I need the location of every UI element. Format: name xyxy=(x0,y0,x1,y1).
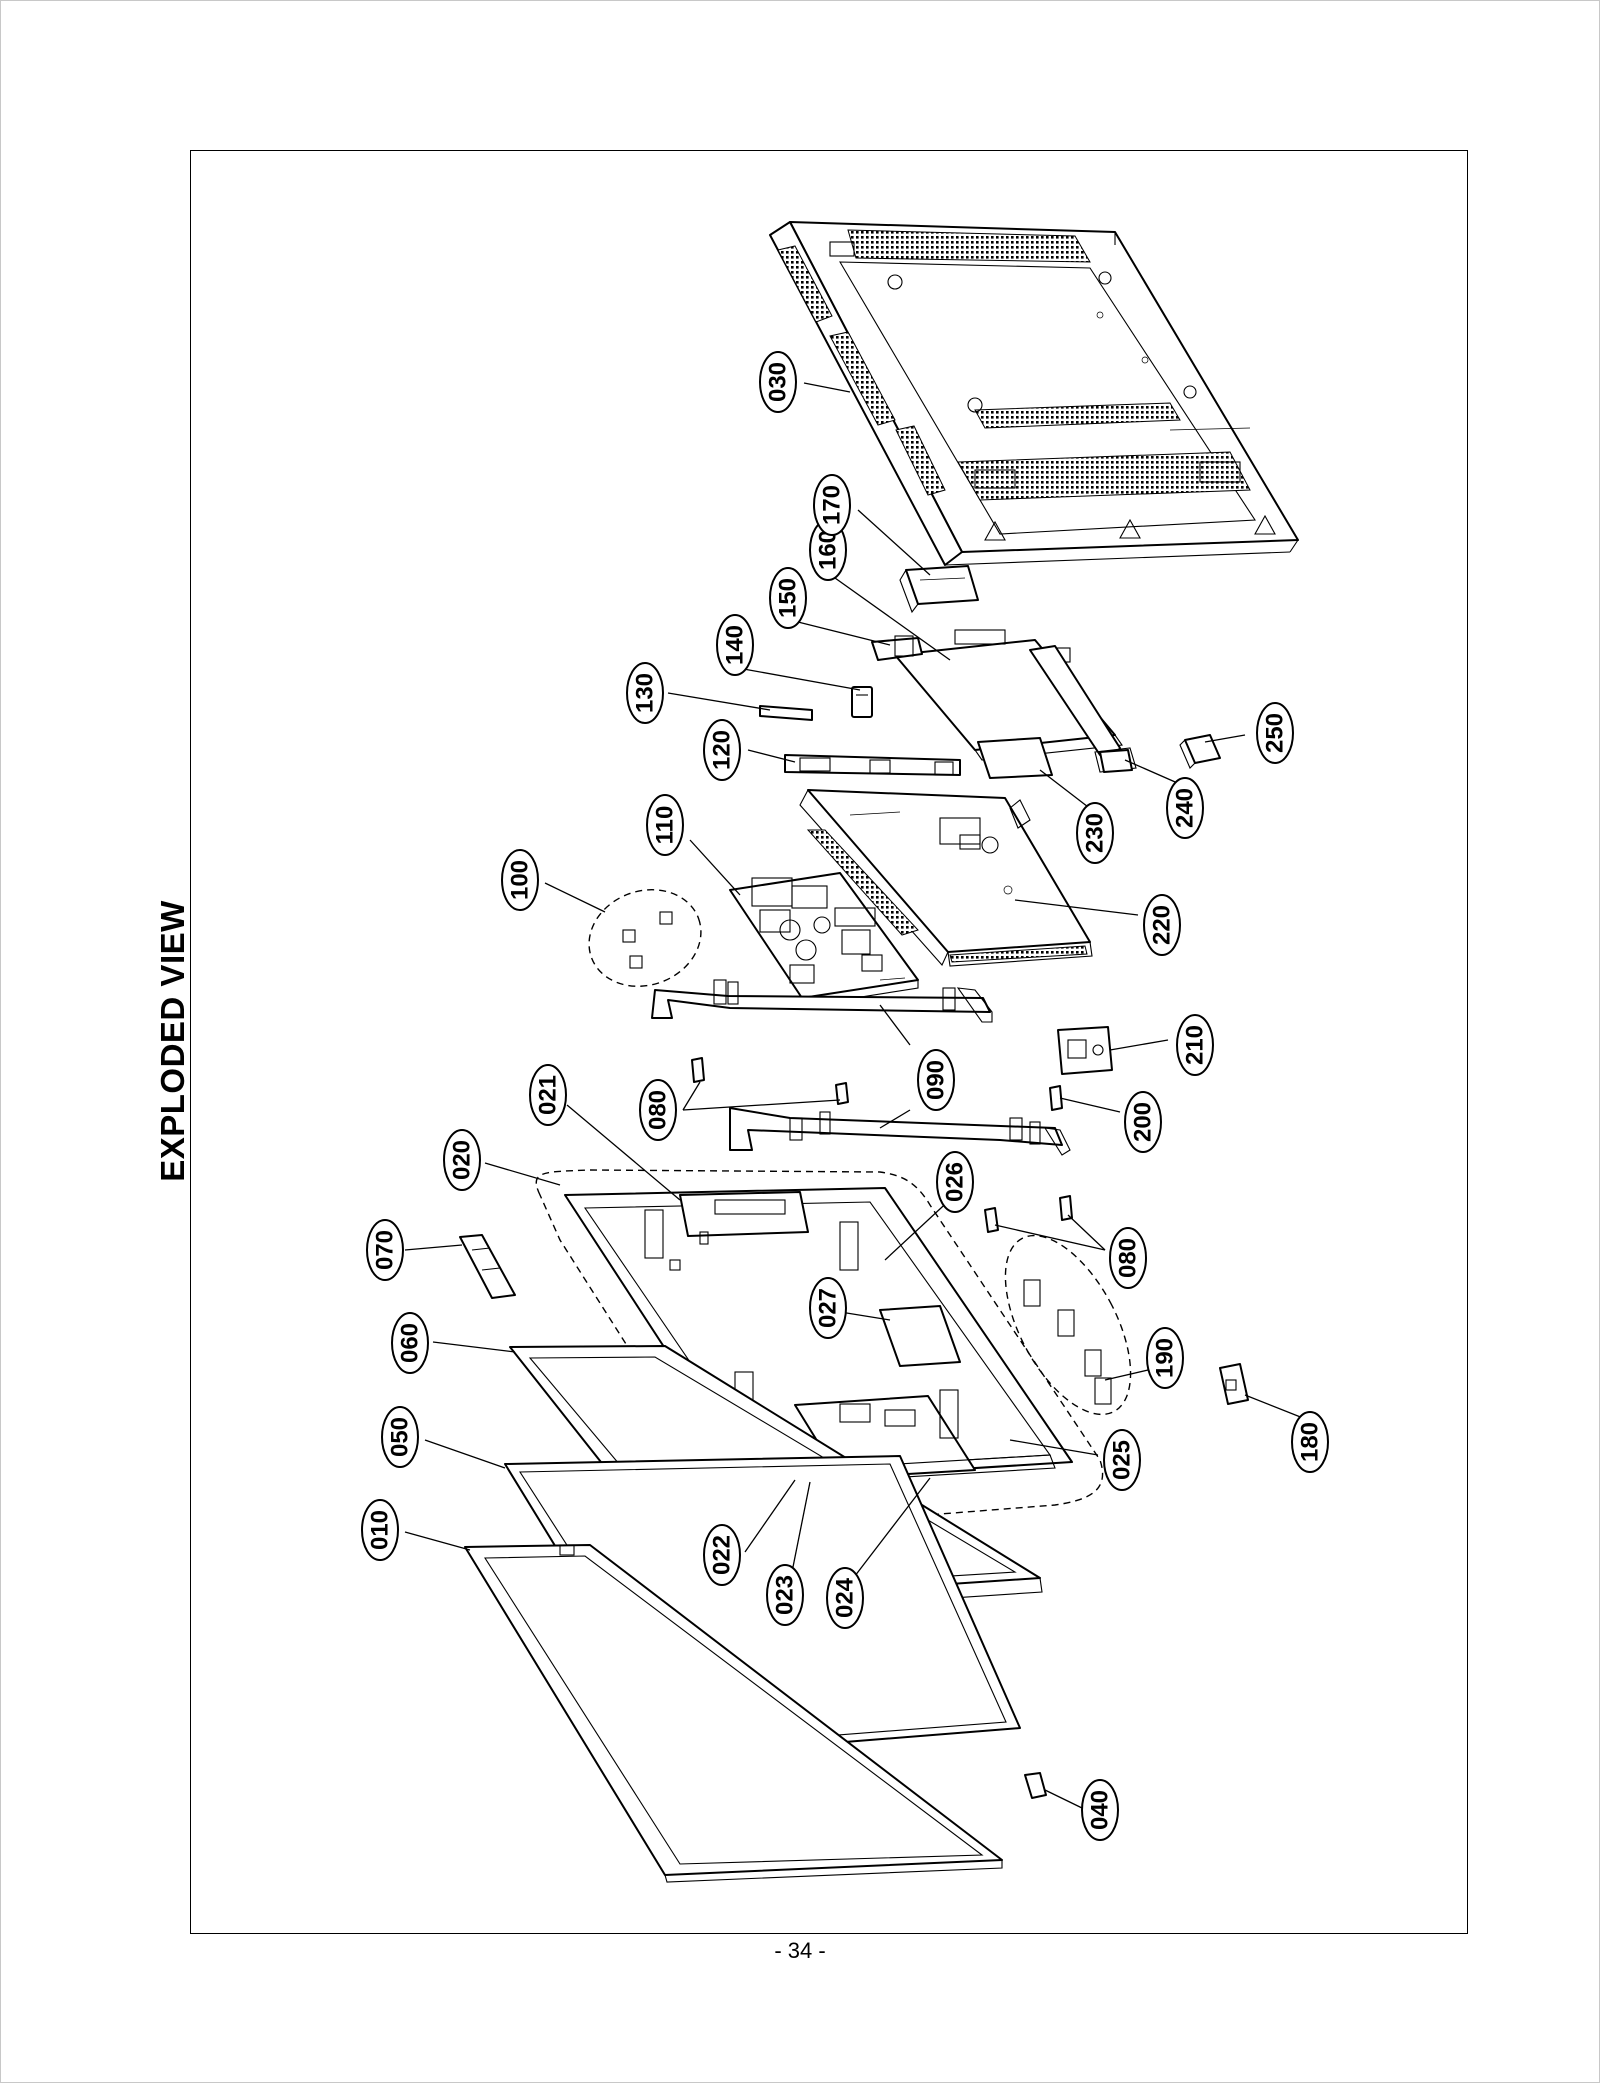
svg-text:100: 100 xyxy=(507,860,534,900)
part-200 xyxy=(1049,1085,1063,1111)
svg-text:020: 020 xyxy=(449,1140,476,1180)
part-190-group xyxy=(1004,1234,1132,1416)
callout-026: 026 xyxy=(936,1151,974,1213)
leader-lines xyxy=(404,382,1309,1809)
board-160 xyxy=(894,629,1137,773)
callout-020: 020 xyxy=(443,1129,481,1191)
svg-text:030: 030 xyxy=(765,362,792,402)
callout-010: 010 xyxy=(361,1499,399,1561)
callout-120: 120 xyxy=(703,719,741,781)
part-070 xyxy=(459,1234,516,1299)
callout-210: 210 xyxy=(1176,1014,1214,1076)
svg-text:190: 190 xyxy=(1152,1338,1179,1378)
power-board-110 xyxy=(729,872,919,1007)
page-number: - 34 - xyxy=(774,1938,826,1963)
svg-text:022: 022 xyxy=(709,1535,736,1575)
callout-230: 230 xyxy=(1076,802,1114,864)
callout-050: 050 xyxy=(381,1406,419,1468)
svg-text:023: 023 xyxy=(772,1575,799,1615)
svg-text:240: 240 xyxy=(1172,788,1199,828)
svg-text:180: 180 xyxy=(1297,1422,1324,1462)
back-cover-030 xyxy=(769,221,1299,566)
svg-text:140: 140 xyxy=(722,625,749,665)
callout-220: 220 xyxy=(1143,894,1181,956)
callout-040: 040 xyxy=(1081,1779,1119,1841)
board-230 xyxy=(977,737,1053,779)
front-cabinet-010 xyxy=(464,1544,1003,1883)
svg-text:200: 200 xyxy=(1130,1102,1157,1142)
callout-180: 180 xyxy=(1291,1411,1329,1473)
callout-070: 070 xyxy=(366,1219,404,1281)
svg-text:070: 070 xyxy=(372,1230,399,1270)
diagram-frame xyxy=(190,150,1468,1934)
clip-080-b xyxy=(984,1195,1073,1233)
svg-text:080: 080 xyxy=(1115,1238,1142,1278)
svg-text:220: 220 xyxy=(1149,905,1176,945)
bracket-090-lower xyxy=(729,1107,1071,1156)
svg-text:060: 060 xyxy=(397,1323,424,1363)
callout-025: 025 xyxy=(1103,1429,1141,1491)
part-180 xyxy=(1219,1363,1249,1405)
callout-030: 030 xyxy=(759,351,797,413)
part-040 xyxy=(1024,1772,1047,1799)
part-130 xyxy=(759,705,813,721)
callout-150: 150 xyxy=(769,567,807,629)
callout-240: 240 xyxy=(1166,777,1204,839)
callout-170: 170 xyxy=(813,474,851,536)
callout-023: 023 xyxy=(766,1564,804,1626)
callout-190: 190 xyxy=(1146,1327,1184,1389)
callout-027: 027 xyxy=(809,1277,847,1339)
callout-024: 024 xyxy=(826,1567,864,1629)
clip-080-a xyxy=(691,1057,849,1105)
callout-140: 140 xyxy=(716,614,754,676)
svg-text:170: 170 xyxy=(819,485,846,525)
callout-060: 060 xyxy=(391,1312,429,1374)
callout-080-b: 080 xyxy=(1109,1227,1147,1289)
callout-110: 110 xyxy=(646,794,684,856)
part-140 xyxy=(851,686,873,718)
svg-text:210: 210 xyxy=(1182,1025,1209,1065)
callout-021: 021 xyxy=(529,1064,567,1126)
part-240 xyxy=(1099,749,1133,773)
part-170 xyxy=(899,565,979,614)
bracket-090-upper xyxy=(651,979,993,1023)
svg-text:024: 024 xyxy=(832,1577,859,1618)
svg-text:230: 230 xyxy=(1082,813,1109,853)
svg-text:160: 160 xyxy=(815,530,842,570)
svg-text:026: 026 xyxy=(942,1162,969,1202)
svg-text:027: 027 xyxy=(815,1288,842,1328)
svg-text:021: 021 xyxy=(535,1075,562,1115)
callout-100: 100 xyxy=(501,849,539,911)
part-100-group xyxy=(588,889,702,987)
callout-090: 090 xyxy=(917,1049,955,1111)
svg-text:150: 150 xyxy=(775,578,802,618)
svg-text:040: 040 xyxy=(1087,1790,1114,1830)
svg-text:010: 010 xyxy=(367,1510,394,1550)
callout-200: 200 xyxy=(1124,1091,1162,1153)
svg-text:250: 250 xyxy=(1262,713,1289,753)
shield-220 xyxy=(799,789,1093,967)
svg-text:120: 120 xyxy=(709,730,736,770)
callout-250: 250 xyxy=(1256,702,1294,764)
svg-text:050: 050 xyxy=(387,1417,414,1457)
callout-022: 022 xyxy=(703,1524,741,1586)
svg-text:110: 110 xyxy=(652,806,679,845)
svg-text:130: 130 xyxy=(632,673,659,713)
part-250 xyxy=(1179,734,1221,769)
svg-text:090: 090 xyxy=(923,1060,950,1100)
part-120 xyxy=(784,754,961,776)
callout-130: 130 xyxy=(626,662,664,724)
callout-080-a: 080 xyxy=(639,1079,677,1141)
svg-text:080: 080 xyxy=(645,1090,672,1130)
part-210 xyxy=(1057,1026,1113,1075)
svg-text:025: 025 xyxy=(1109,1440,1136,1480)
